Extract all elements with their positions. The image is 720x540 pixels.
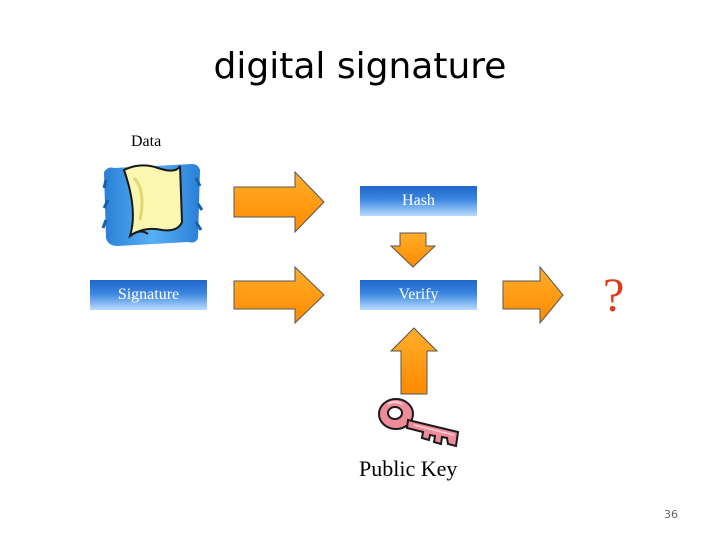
document-scroll-icon [101,164,204,246]
result-question-mark: ? [603,269,625,322]
hash-box: Hash [360,186,477,216]
data-label: Data [131,133,162,150]
page-number: 36 [664,508,678,521]
slide-title: digital signature [213,46,507,87]
arrow-right-icon [502,266,564,324]
verify-box: Verify [360,280,477,310]
key-icon [378,398,460,448]
arrow-right-icon [233,171,325,233]
arrow-right-icon [233,266,325,324]
signature-box: Signature [90,280,207,310]
arrow-up-icon [390,327,438,395]
public-key-label: Public Key [359,456,458,481]
arrow-down-icon [390,232,436,268]
